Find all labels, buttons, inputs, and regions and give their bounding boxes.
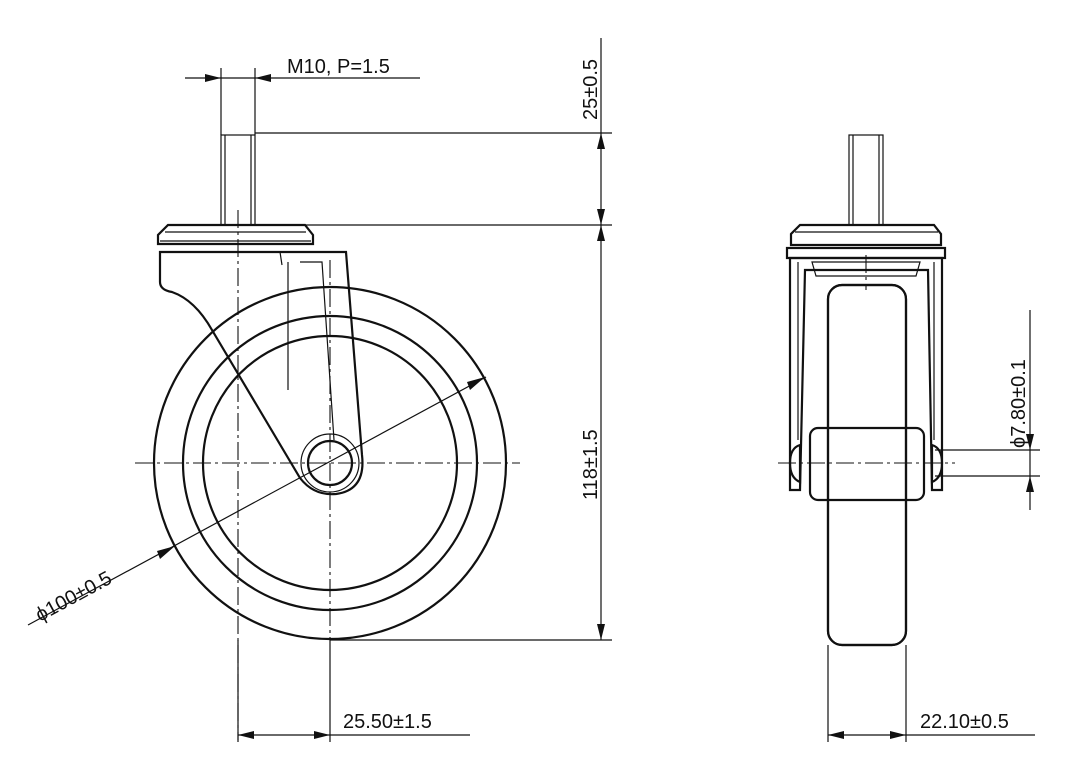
thread-dimension: M10, P=1.5 <box>185 56 420 135</box>
front-top-plate <box>789 223 943 247</box>
axle-diameter-label: ϕ7.80±0.1 <box>1008 359 1030 448</box>
overall-height-dimension: 118±1.5 <box>580 225 605 640</box>
fork <box>158 250 364 496</box>
swivel-offset-label: 25.50±1.5 <box>343 711 432 733</box>
wheel-diameter-label: ϕ100±0.5 <box>32 567 116 626</box>
axle-diameter-dimension: ϕ7.80±0.1 <box>935 310 1040 510</box>
stem-height-dimension: 25±0.5 <box>580 38 605 225</box>
overall-height-label: 118±1.5 <box>580 429 602 500</box>
front-wheel <box>826 283 908 647</box>
wheel-width-dimension: 22.10±0.5 <box>827 645 1035 742</box>
swivel-offset-dimension: 25.50±1.5 <box>237 640 470 742</box>
front-hub <box>788 283 944 647</box>
front-view: ϕ7.80±0.1 22.10±0.5 <box>778 134 1040 742</box>
wheel-diameter-dimension: ϕ100±0.5 <box>27 376 487 626</box>
top-plate <box>156 223 315 246</box>
thread-label: M10, P=1.5 <box>287 56 390 78</box>
side-view: M10, P=1.5 25±0.5 118±1.5 ϕ100±0.5 <box>27 38 612 742</box>
stem-height-label: 25±0.5 <box>580 59 602 120</box>
front-threaded-stem <box>848 134 884 226</box>
wheel-width-label: 22.10±0.5 <box>920 711 1009 733</box>
